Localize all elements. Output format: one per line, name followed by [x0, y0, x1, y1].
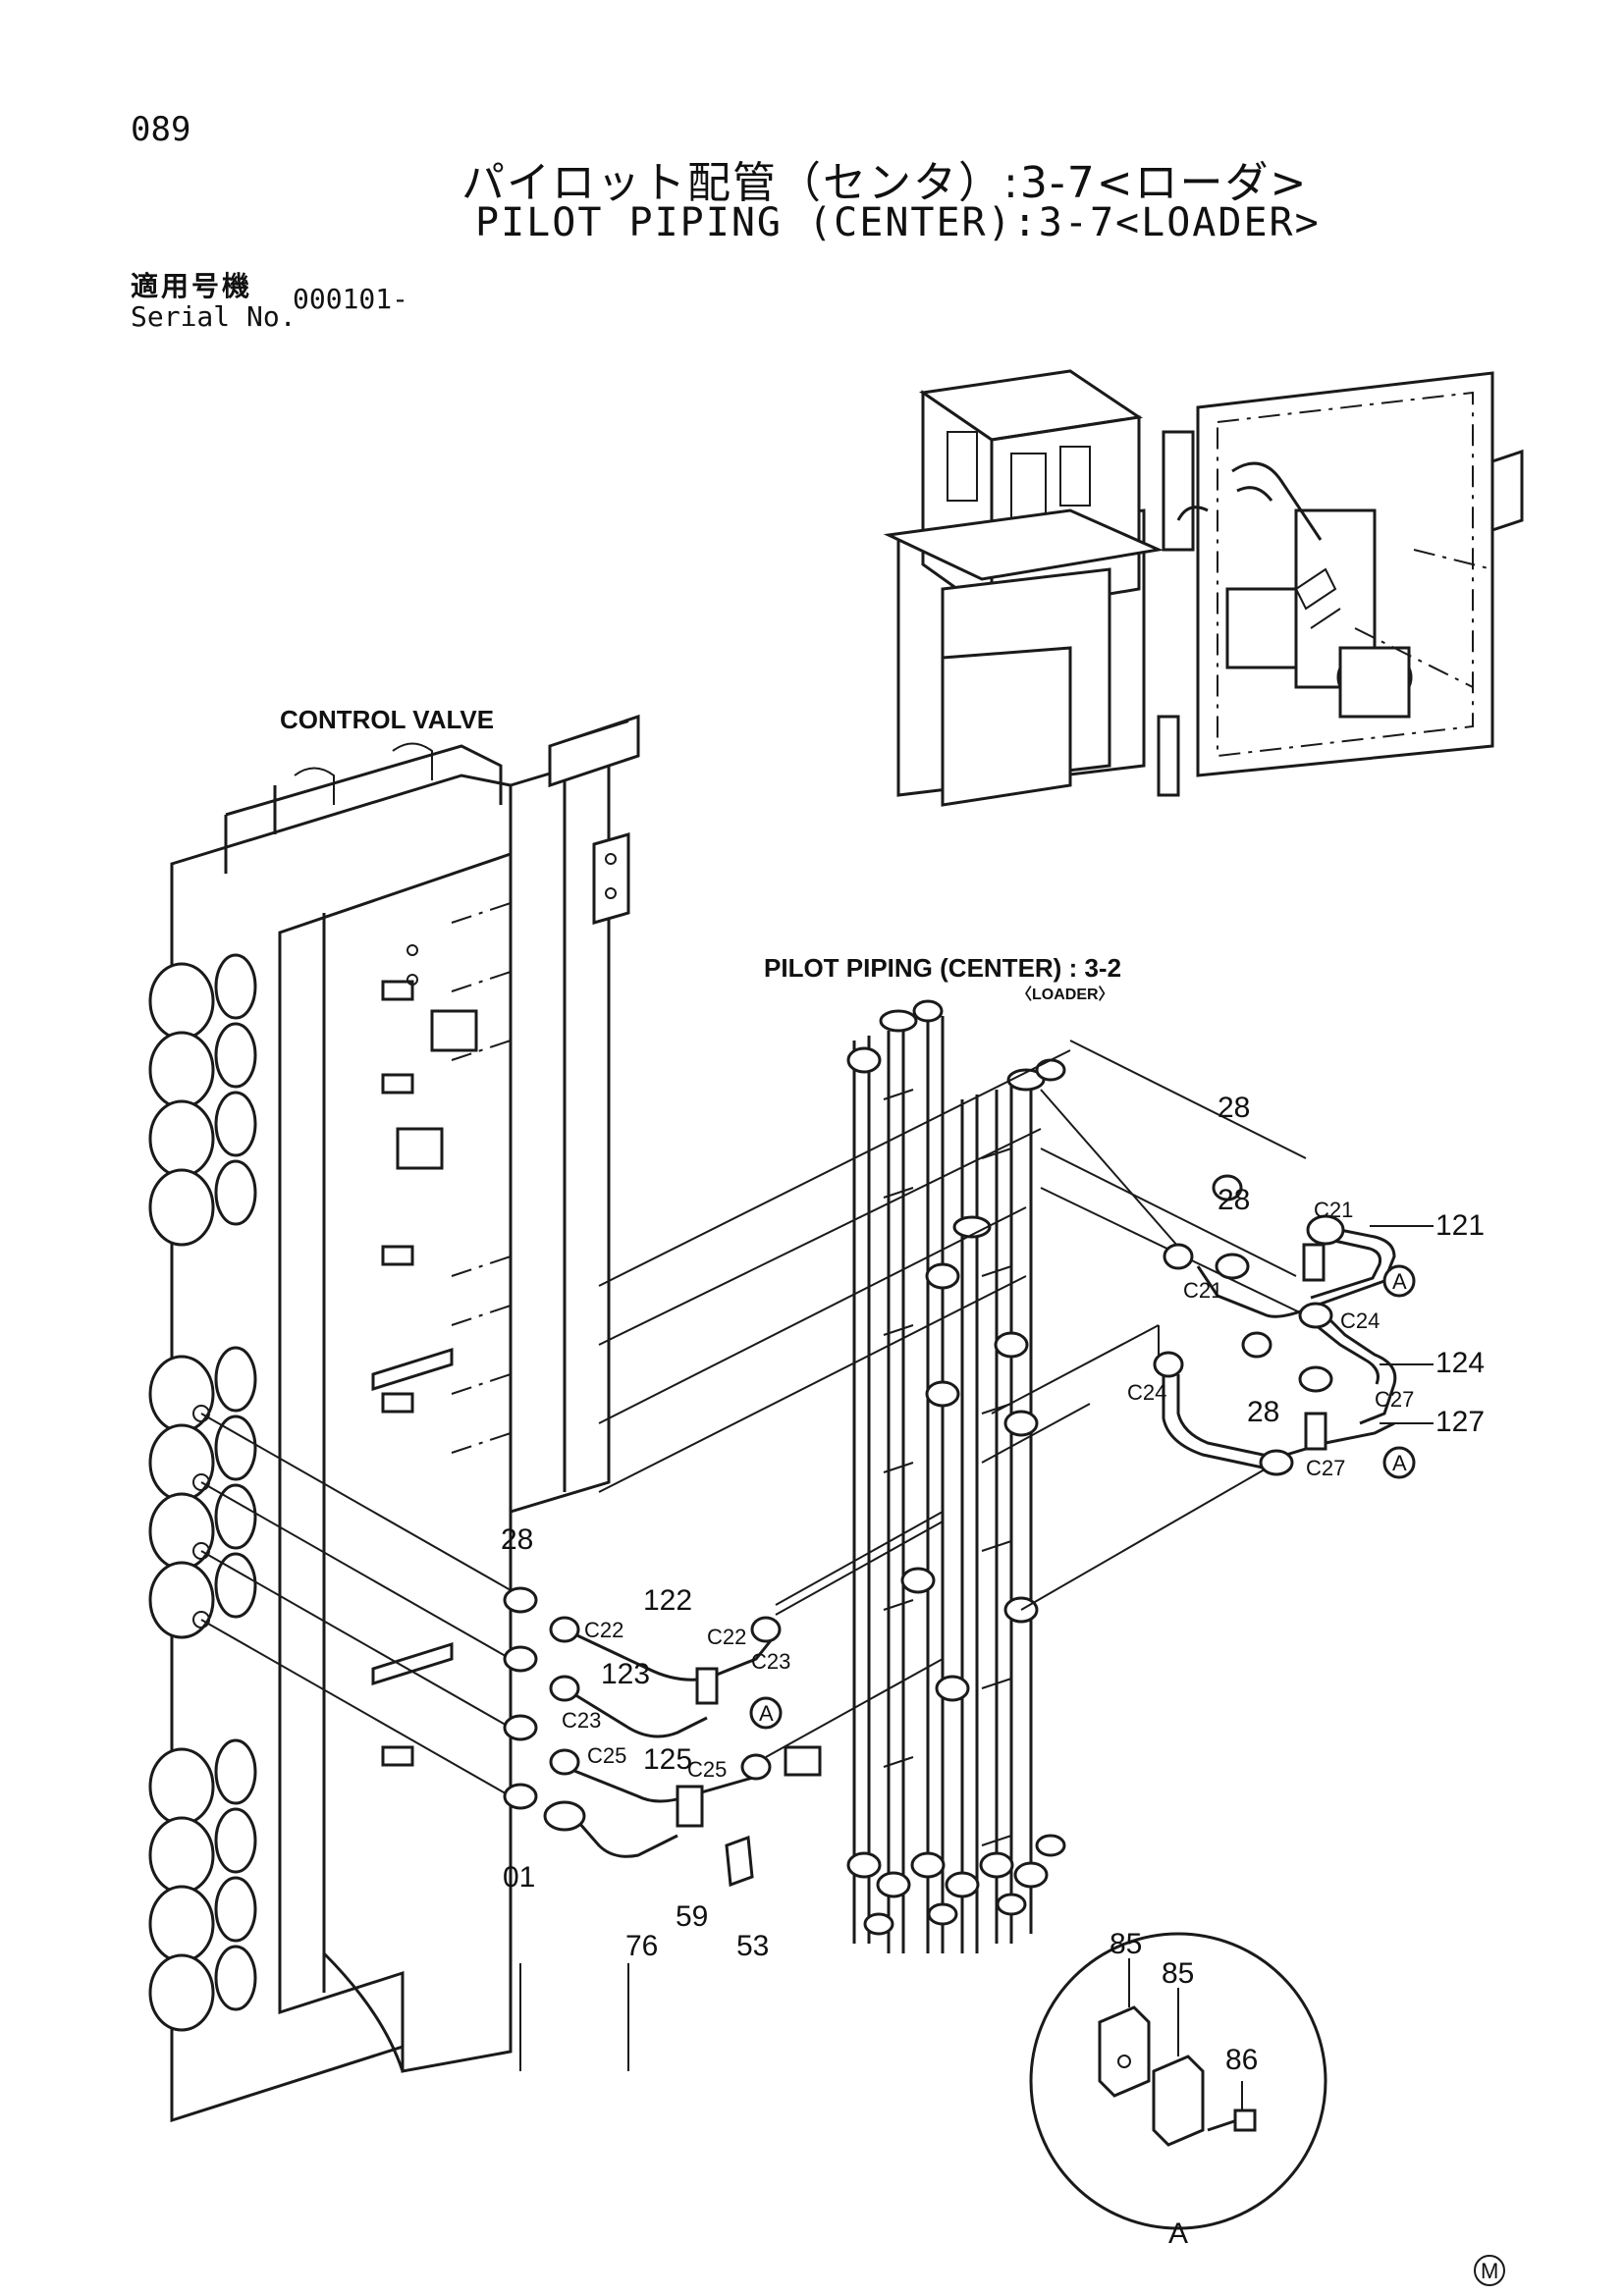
serial-label-english: Serial No.	[131, 300, 297, 333]
callout-85-right: 85	[1162, 1957, 1194, 1990]
title-japanese: パイロット配管（センタ）:3-7<ローダ>	[461, 158, 1309, 208]
callout-85-left: 85	[1110, 1928, 1142, 1960]
callout-28-top: 28	[1218, 1092, 1250, 1124]
label-pilot-piping-ref-sub: 〈LOADER〉	[1016, 986, 1114, 1003]
callout-01: 01	[503, 1861, 535, 1894]
callout-c25-left: C25	[587, 1743, 626, 1768]
pipes-right	[1153, 1174, 1434, 1476]
pilot-piping-bundle	[846, 999, 1066, 1953]
valve-caps-middle	[148, 1346, 257, 1639]
valve-caps-upper	[148, 953, 257, 1247]
callout-c21-right: C21	[1314, 1198, 1353, 1222]
callout-28-right: 28	[1247, 1396, 1279, 1428]
callout-c21-left: C21	[1183, 1278, 1222, 1303]
callout-28-mid: 28	[1218, 1184, 1250, 1216]
label-pilot-piping-ref: PILOT PIPING (CENTER) : 3-2	[764, 953, 1121, 983]
callout-c23-left: C23	[562, 1708, 601, 1733]
marker-a-left: A	[759, 1701, 774, 1726]
callout-59: 59	[676, 1900, 708, 1933]
machine-overview-illustration	[883, 369, 1524, 807]
callout-c24-left: C24	[1127, 1380, 1166, 1405]
detail-label-a: A	[1168, 2217, 1188, 2250]
callout-c27-upper: C27	[1375, 1387, 1414, 1412]
bundle-top-fittings	[846, 999, 1066, 1702]
callout-127: 127	[1435, 1406, 1485, 1438]
corner-mark: M	[1481, 2259, 1498, 2283]
detail-a	[1029, 1932, 1327, 2230]
pipes-left	[503, 1586, 822, 1888]
callout-c23-right: C23	[751, 1649, 790, 1674]
valve-caps-lower	[148, 1738, 257, 2032]
callout-c27-lower: C27	[1306, 1456, 1345, 1480]
callout-c25-right: C25	[687, 1757, 727, 1782]
serial-label-japanese: 適用号機	[131, 270, 253, 302]
callout-c22-left: C22	[584, 1618, 623, 1642]
callout-121: 121	[1435, 1209, 1485, 1242]
label-control-valve: CONTROL VALVE	[280, 705, 494, 734]
leader-lines	[200, 1040, 1307, 1797]
control-valve-assembly	[148, 714, 640, 2123]
callout-76: 76	[625, 1930, 658, 1962]
marker-a-lower: A	[1392, 1451, 1407, 1475]
callout-c24-right: C24	[1340, 1308, 1380, 1333]
callout-53: 53	[736, 1930, 769, 1962]
serial-number-value: 000101-	[293, 283, 409, 315]
callout-125: 125	[643, 1743, 692, 1776]
callout-124: 124	[1435, 1347, 1485, 1379]
title-english: PILOT PIPING (CENTER):3-7<LOADER>	[475, 200, 1321, 245]
bundle-bottom-fittings	[846, 1834, 1066, 1936]
callout-123: 123	[601, 1658, 650, 1690]
callout-122: 122	[643, 1584, 692, 1617]
callout-86: 86	[1225, 2044, 1258, 2076]
marker-a-upper: A	[1392, 1269, 1407, 1294]
callout-28-left: 28	[501, 1523, 533, 1556]
page-number: 089	[131, 110, 191, 149]
callout-c22-right: C22	[707, 1625, 746, 1649]
